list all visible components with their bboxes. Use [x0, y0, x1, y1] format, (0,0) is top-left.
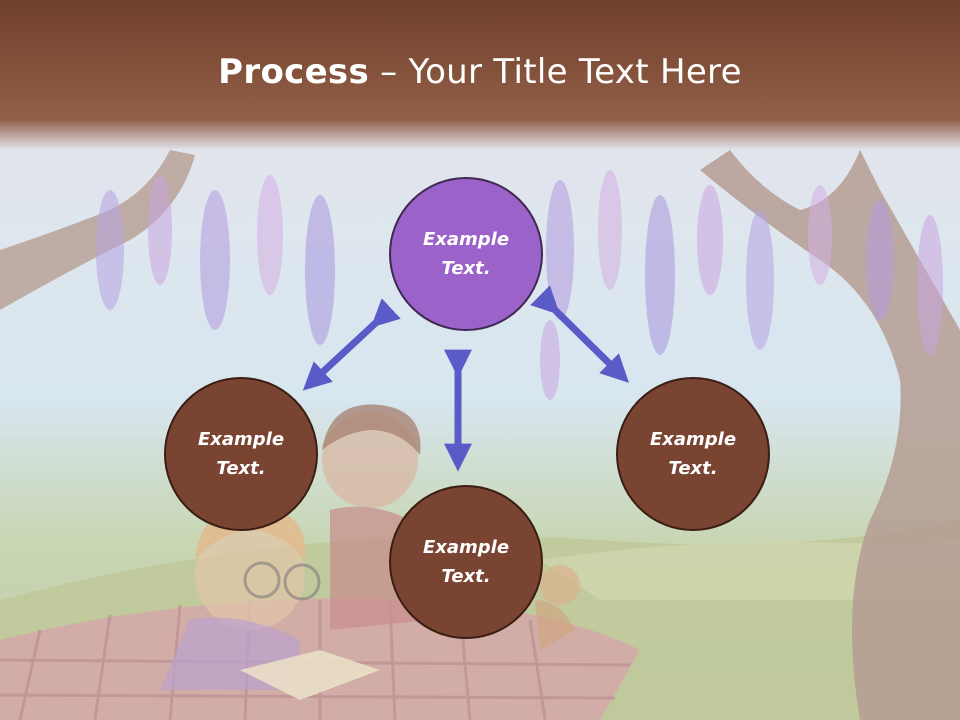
node-top-text: Example Text.	[406, 225, 526, 283]
title-rest: Your Title Text Here	[408, 52, 742, 92]
node-left-line1: Example	[197, 429, 285, 450]
node-top-line1: Example	[422, 229, 510, 250]
arrow-top-right	[530, 285, 629, 383]
node-top-line2: Text.	[441, 258, 491, 279]
cat-head	[540, 565, 580, 605]
wisteria-flowers	[96, 170, 943, 400]
slide-title: Process – Your Title Text Here	[0, 52, 960, 92]
node-right-line2: Text.	[668, 458, 718, 479]
node-right-line1: Example	[649, 429, 737, 450]
cat-body	[535, 600, 575, 650]
node-bottom-text: Example Text.	[406, 533, 526, 591]
title-bold: Process	[218, 52, 370, 92]
title-bar	[0, 0, 960, 150]
node-left: Example Text.	[164, 377, 318, 531]
node-left-text: Example Text.	[181, 425, 301, 483]
node-top: Example Text.	[389, 177, 543, 331]
node-bottom-line2: Text.	[441, 566, 491, 587]
glasses-left	[243, 561, 281, 599]
child-girl-head	[195, 520, 305, 630]
node-bottom-line1: Example	[422, 537, 510, 558]
node-right-text: Example Text.	[633, 425, 753, 483]
glasses-right	[283, 563, 321, 601]
child-boy-hair	[322, 404, 421, 455]
arrow-top-left	[302, 298, 401, 391]
node-bottom: Example Text.	[389, 485, 543, 639]
right-tree-trunk	[700, 150, 960, 720]
node-right: Example Text.	[616, 377, 770, 531]
title-dash: –	[369, 52, 409, 92]
open-book	[240, 650, 380, 700]
child-boy-head	[322, 412, 418, 508]
node-left-line2: Text.	[216, 458, 266, 479]
